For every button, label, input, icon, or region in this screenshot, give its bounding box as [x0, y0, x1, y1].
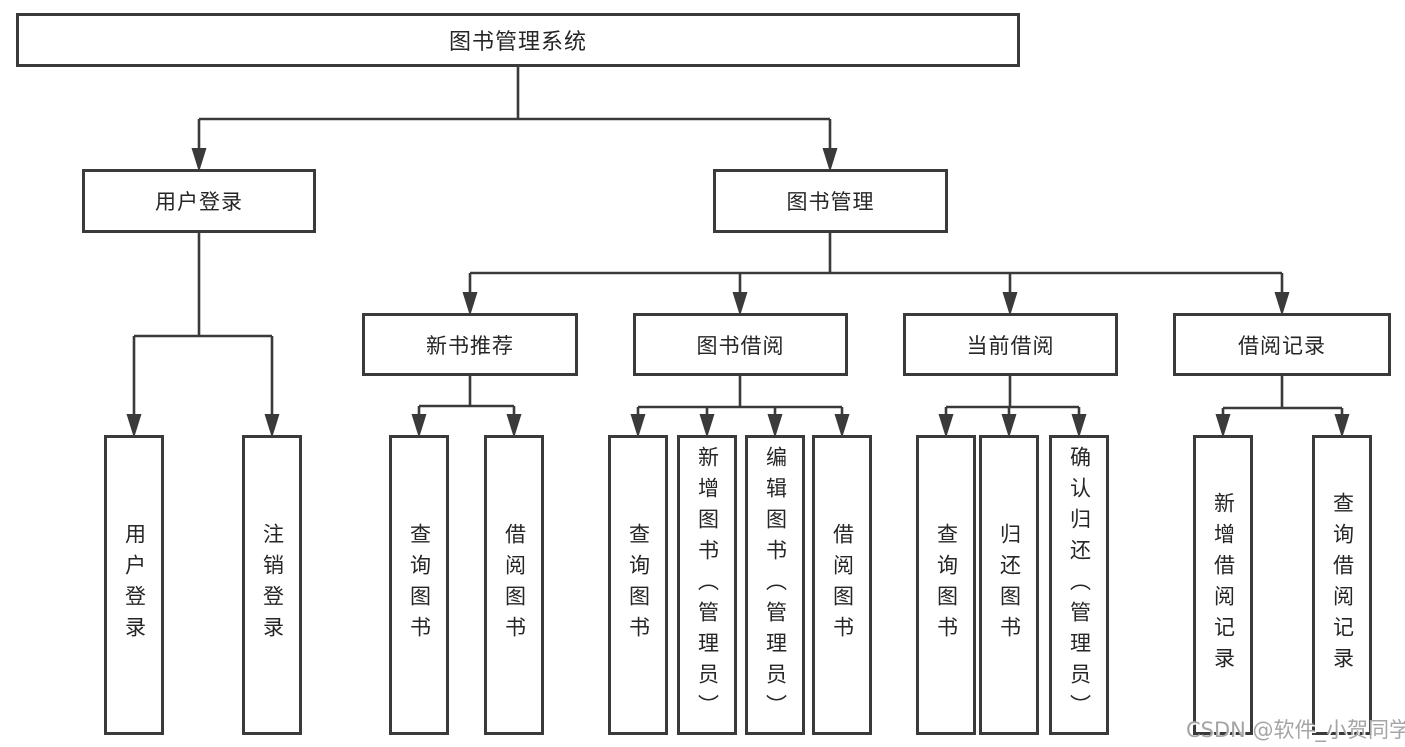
arrowhead [767, 414, 783, 438]
leaf-query-books-recommend: 查询图书 [389, 435, 449, 735]
leaf-confirm-return-admin: 确认归还（管理员） [1049, 435, 1109, 735]
leaf-add-book-admin: 新增图书（管理员） [677, 435, 737, 735]
leaf-user-login: 用户登录 [104, 435, 164, 735]
node-label: 当前借阅 [966, 333, 1055, 358]
connector-current-borrow-branch [944, 376, 1081, 416]
arrowhead [126, 414, 142, 438]
arrowhead [732, 292, 748, 316]
arrowhead [834, 414, 850, 438]
arrowhead [1002, 292, 1018, 316]
arrowhead [411, 414, 427, 438]
node-label: 图书借阅 [696, 333, 785, 358]
leaf-borrow-books-recommend: 借阅图书 [484, 435, 544, 735]
node-current-borrow: 当前借阅 [903, 313, 1118, 376]
leaf-logout: 注销登录 [242, 435, 302, 735]
arrowheads [126, 148, 1350, 438]
arrowhead [1071, 414, 1087, 438]
node-library-management-system: 图书管理系统 [16, 13, 1020, 67]
node-label: 图书管理系统 [448, 30, 587, 55]
arrowhead [462, 292, 478, 316]
node-label: 查询图书 [626, 523, 651, 647]
connector-new-book-branch [417, 376, 516, 416]
node-label: 归还图书 [997, 523, 1022, 647]
arrowhead [938, 414, 954, 438]
node-book-borrow: 图书借阅 [633, 313, 848, 376]
leaf-edit-book-admin: 编辑图书（管理员） [745, 435, 805, 735]
connector-root-to-level2 [197, 67, 832, 150]
node-label: 注销登录 [260, 523, 285, 647]
leaf-query-borrow-record: 查询借阅记录 [1312, 435, 1372, 735]
arrowhead [822, 148, 838, 172]
node-label: 新书推荐 [426, 333, 514, 358]
arrowhead [264, 414, 280, 438]
node-label: 查询图书 [407, 523, 432, 647]
node-label: 借阅图书 [830, 523, 855, 647]
connector-book-management-branch [468, 233, 1284, 294]
node-label: 借阅记录 [1238, 333, 1326, 358]
node-label: 编辑图书（管理员） [763, 445, 788, 725]
node-user-login: 用户登录 [82, 169, 316, 233]
connector-borrow-records-branch [1221, 376, 1344, 416]
node-label: 新增图书（管理员） [695, 445, 720, 725]
arrowhead [1215, 414, 1231, 438]
arrowhead [1001, 414, 1017, 438]
connector-user-login-branch [132, 233, 274, 416]
node-new-book-recommend: 新书推荐 [362, 313, 578, 376]
node-label: 查询图书 [934, 523, 959, 647]
arrowhead [630, 414, 646, 438]
node-label: 用户登录 [122, 523, 147, 647]
leaf-add-borrow-record: 新增借阅记录 [1193, 435, 1253, 735]
arrowhead [506, 414, 522, 438]
arrowhead [1334, 414, 1350, 438]
node-label: 查询借阅记录 [1330, 492, 1355, 678]
csdn-watermark: CSDN @软件_小贺同学 [1186, 718, 1405, 742]
node-label: 确认归还（管理员） [1067, 445, 1092, 725]
node-label: 借阅图书 [502, 523, 527, 647]
node-book-management: 图书管理 [713, 169, 948, 233]
node-label: 用户登录 [155, 190, 243, 214]
arrowhead [699, 414, 715, 438]
leaf-borrow-books: 借阅图书 [812, 435, 872, 735]
connector-book-borrow-branch [636, 376, 844, 416]
node-label: 图书管理 [786, 190, 875, 214]
arrowhead [191, 148, 207, 172]
leaf-query-books-current: 查询图书 [916, 435, 976, 735]
node-label: 新增借阅记录 [1211, 492, 1236, 678]
leaf-query-books-borrow: 查询图书 [608, 435, 668, 735]
arrowhead [1274, 292, 1290, 316]
node-borrow-records: 借阅记录 [1173, 313, 1391, 376]
leaf-return-book: 归还图书 [979, 435, 1039, 735]
